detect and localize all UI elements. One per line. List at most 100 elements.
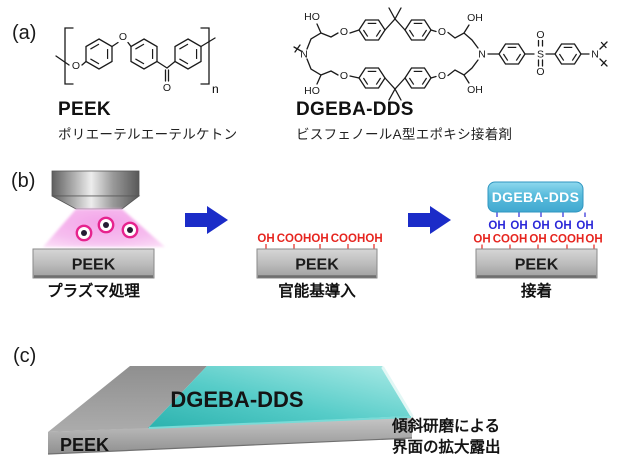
polishing-caption-line1: 傾斜研磨による <box>392 418 501 435</box>
nitrogen-label: N <box>478 49 486 61</box>
step-arrow-right-icon <box>408 206 451 234</box>
layer-label: DGEBA-DDS <box>170 387 303 412</box>
step-caption: 官能基導入 <box>278 281 356 300</box>
step-arrow-right-icon <box>185 206 228 234</box>
plasma-particle <box>97 216 115 234</box>
functional-group-row: OH COOH OH COOH OH <box>257 233 383 249</box>
functional-group-label: COOH <box>331 233 366 245</box>
plasma-particle <box>75 224 93 242</box>
functional-group-label: OH <box>311 233 328 245</box>
bond-ticks <box>481 244 595 249</box>
oxygen-label: O <box>119 31 127 43</box>
hydroxyl-label: HO <box>304 11 320 23</box>
peek-bonds <box>55 37 216 82</box>
plasma-step: PEEK プラズマ処理 <box>32 170 165 300</box>
slab-top-adhesive-layer <box>148 366 412 428</box>
plasma-particle <box>121 221 139 239</box>
hydroxyl-row: OH OH OH OH OH <box>488 220 593 232</box>
hydroxyl-label: OH <box>488 220 505 232</box>
functional-group-label: OH <box>473 234 490 246</box>
oxygen-label: O <box>438 70 446 82</box>
dds-bonds <box>487 39 608 67</box>
peek-structure: O O O n <box>55 27 219 96</box>
bond-ticks <box>496 212 586 217</box>
benzene-ring <box>554 43 582 65</box>
benzene-ring <box>358 67 386 89</box>
functional-group-label: COOH <box>277 233 312 245</box>
peek-bracket-right <box>200 27 210 85</box>
dgeba-bonds-bottom-left-chain <box>306 58 360 85</box>
benzene-ring <box>358 19 386 41</box>
repeat-subscript: n <box>212 82 219 96</box>
sulfur-label: S <box>537 49 544 61</box>
panel-b-label: (b) <box>11 170 36 192</box>
dgeba-dds-structure: HO HO OH OH N N O O O O S O O N <box>293 7 608 101</box>
substrate-label: PEEK <box>60 435 109 455</box>
process-diagram: PEEK プラズマ処理 OH COOH OH COOH OH PEEK 官能基導… <box>32 170 603 300</box>
adhesive-box <box>487 181 584 213</box>
panel-c-label: (c) <box>13 345 37 367</box>
slab-top-peek-area <box>48 366 207 432</box>
peek-substrate-block <box>256 248 378 279</box>
dgeba-bonds-top-left-chain <box>306 23 360 50</box>
benzene-ring <box>498 43 526 65</box>
gem-dimethyl-top <box>384 7 406 31</box>
step-caption: 接着 <box>521 281 552 300</box>
peek-substrate-block <box>32 248 155 279</box>
oxygen-label: O <box>340 70 348 82</box>
hydroxyl-label: HO <box>304 85 320 97</box>
substrate-label: PEEK <box>72 257 116 274</box>
peek-caption: ポリエーテルエーテルケトン <box>58 127 238 142</box>
gem-dimethyl-bottom <box>384 77 406 101</box>
oxygen-label: O <box>536 29 544 41</box>
dgeba-name: DGEBA-DDS <box>296 99 414 120</box>
slab-edge-highlight <box>381 366 414 418</box>
polishing-caption-line2: 界面の拡大露出 <box>392 439 501 456</box>
dgeba-bonds-left-stub <box>293 44 302 53</box>
peek-name: PEEK <box>58 99 111 120</box>
dgeba-bonds-top-right-chain <box>430 24 479 49</box>
polishing-caption: 傾斜研磨による 界面の拡大露出 <box>392 416 501 458</box>
dgeba-caption: ビスフェノールA型エポキシ接着剤 <box>296 127 513 142</box>
benzene-ring <box>85 38 113 70</box>
plasma-nozzle-cone <box>51 195 141 210</box>
adhesive-label: DGEBA-DDS <box>492 189 579 205</box>
polished-slab-diagram: DGEBA-DDS PEEK <box>47 366 414 455</box>
step-caption: プラズマ処理 <box>47 281 140 300</box>
substrate-label: PEEK <box>295 257 339 274</box>
functional-group-label: OH <box>529 234 546 246</box>
functional-group-label: COOH <box>550 234 585 246</box>
nitrogen-label: N <box>300 49 308 61</box>
functionalization-step: OH COOH OH COOH OH PEEK 官能基導入 <box>256 233 383 300</box>
hydroxyl-label: OH <box>576 220 593 232</box>
hydroxyl-label: OH <box>510 220 527 232</box>
hydroxyl-label: OH <box>554 220 571 232</box>
plasma-nozzle-body <box>51 170 140 197</box>
oxygen-label: O <box>438 26 446 38</box>
benzene-ring <box>174 38 202 70</box>
slab-front-edge-highlight <box>148 416 412 429</box>
oxygen-label: O <box>163 82 171 94</box>
benzene-ring <box>404 67 432 89</box>
functional-group-label: OH <box>365 233 382 245</box>
hydroxyl-label: OH <box>467 12 483 24</box>
functional-group-row: OH COOH OH COOH OH <box>473 234 603 249</box>
functional-group-label: COOH <box>493 234 528 246</box>
panel-a-label: (a) <box>12 22 37 44</box>
oxygen-label: O <box>72 60 80 72</box>
slab-front-face <box>48 416 412 454</box>
peek-bracket-left <box>64 27 74 85</box>
adhesion-step: DGEBA-DDS OH OH OH OH OH OH COOH OH COOH… <box>473 181 603 300</box>
oxygen-label: O <box>536 66 544 78</box>
benzene-ring <box>404 19 432 41</box>
substrate-label: PEEK <box>515 257 559 274</box>
benzene-ring <box>130 38 158 70</box>
oxygen-label: O <box>340 26 348 38</box>
functional-group-label: OH <box>257 233 274 245</box>
hydroxyl-label: OH <box>532 220 549 232</box>
dgeba-bonds-bottom-right-chain <box>430 59 479 84</box>
slab-bottom-edge <box>47 437 413 455</box>
bond-ticks <box>265 244 375 249</box>
hydroxyl-label: OH <box>467 84 483 96</box>
